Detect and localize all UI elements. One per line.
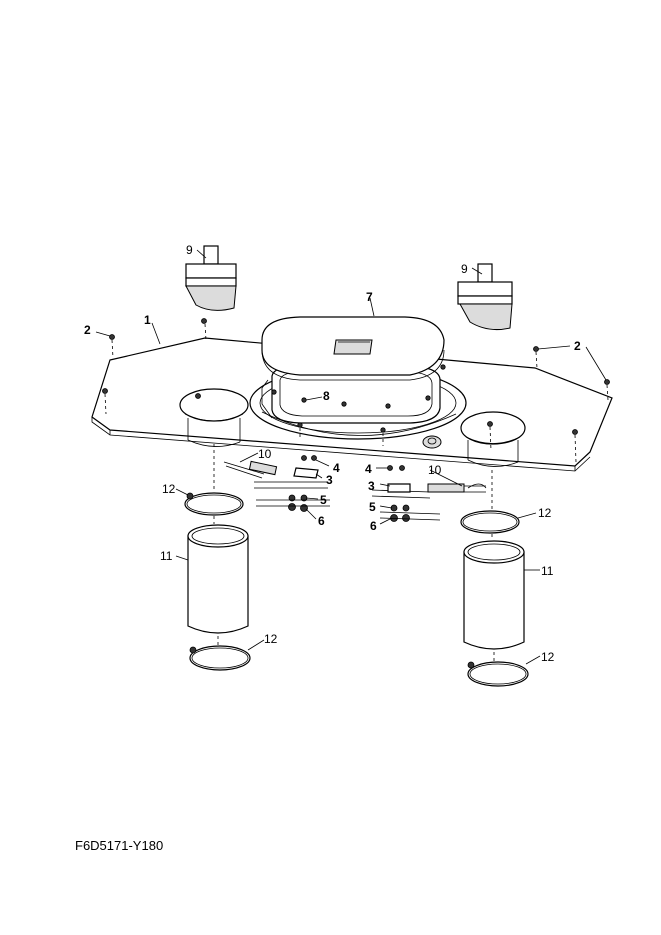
axis-line-right	[491, 470, 495, 662]
callout-1: 1	[144, 313, 151, 327]
fitting-part-9-right	[457, 263, 513, 330]
leader-lines	[95, 249, 607, 665]
screws	[102, 318, 610, 463]
hose-part-11-right	[463, 540, 525, 650]
callout-11-left: 11	[160, 549, 173, 563]
callout-6-left: 6	[318, 514, 325, 528]
callout-12-left-bottom: 12	[264, 632, 278, 646]
clamp-part-12-left-bottom	[189, 645, 251, 671]
latch-assembly-left	[223, 455, 330, 512]
fitting-part-9-left	[185, 245, 237, 311]
clamp-part-12-right-top	[460, 510, 520, 534]
callout-5-right: 5	[369, 500, 376, 514]
callout-11-right: 11	[541, 564, 554, 578]
callout-9-left: 9	[186, 243, 193, 257]
hatch-lid-part-7	[261, 316, 445, 381]
callout-10-left: 10	[258, 447, 272, 461]
clamp-part-12-right-bottom	[467, 661, 529, 687]
callout-labels: 1 2 2 3 3 4 4 5 5 6 6 7 8 9 9 10 10 11 1…	[84, 243, 581, 664]
axis-line-left	[213, 444, 219, 646]
callout-5-left: 5	[320, 493, 327, 507]
callout-3-right: 3	[368, 479, 375, 493]
callout-9-right: 9	[461, 262, 468, 276]
callout-6-right: 6	[370, 519, 377, 533]
clamp-part-12-left-top	[184, 492, 244, 516]
callout-7: 7	[366, 290, 373, 304]
callout-2-right: 2	[574, 339, 581, 353]
callout-12-right-top: 12	[538, 506, 552, 520]
callout-2-left: 2	[84, 323, 91, 337]
figure-code: F6D5171-Y180	[75, 838, 164, 853]
callout-4-left: 4	[333, 461, 340, 475]
callout-10-right: 10	[428, 463, 442, 477]
hose-part-11-left	[187, 524, 249, 634]
callout-12-right-bottom: 12	[541, 650, 555, 664]
callout-4-right: 4	[365, 462, 372, 476]
callout-3-left: 3	[326, 473, 333, 487]
latch-assembly-right	[371, 465, 487, 522]
callout-12-left-top: 12	[162, 482, 176, 496]
callout-8: 8	[323, 389, 330, 403]
